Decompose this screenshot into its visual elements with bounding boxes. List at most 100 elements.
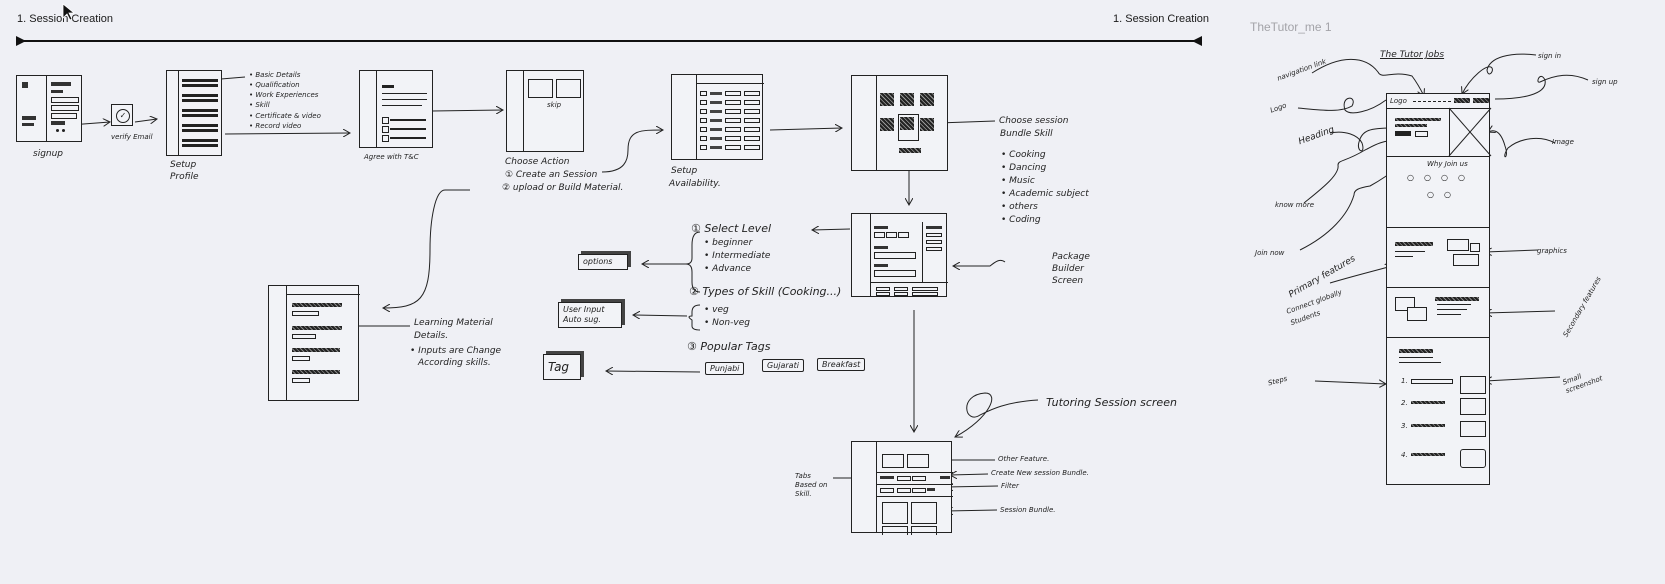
note-item: Skill <box>249 100 321 110</box>
step-text <box>1411 379 1453 384</box>
text-line <box>390 137 426 139</box>
input-field <box>51 97 79 103</box>
hero-subheading <box>1395 124 1427 127</box>
mouse-cursor-icon <box>62 3 76 25</box>
skill-card <box>880 118 894 131</box>
arrow-filter <box>946 486 999 487</box>
tags-input <box>874 270 916 277</box>
signup-label: signup <box>33 149 64 159</box>
curve-image <box>1488 131 1556 158</box>
nav-logo: Logo <box>1390 97 1407 105</box>
verify-email-label: verify Email <box>111 133 153 141</box>
level-item: Advance <box>704 263 770 276</box>
filter-btn <box>927 488 935 491</box>
heading-block <box>51 82 71 86</box>
footer-field <box>894 292 908 296</box>
footer-field <box>912 292 938 296</box>
arrow-agree-action <box>431 110 503 111</box>
graphic-card <box>1395 297 1415 311</box>
types-list: veg Non-veg <box>704 304 750 330</box>
note-filter: Filter <box>1001 482 1019 490</box>
choose-action-label: Choose Action <box>505 157 570 167</box>
hero-knowmore-button <box>1415 131 1428 137</box>
field-bar <box>182 124 218 127</box>
side-heading <box>926 226 942 229</box>
note-item: Record video <box>249 121 321 131</box>
side-input <box>926 233 942 237</box>
tag-chip: Breakfast <box>817 358 866 371</box>
field-label <box>292 348 340 352</box>
verify-email-wireframe[interactable]: ✓ <box>111 104 133 126</box>
package-builder-note-2: Builder <box>1052 264 1084 274</box>
sidebar-divider <box>876 76 877 170</box>
field-bar <box>182 99 218 102</box>
choose-skill-wireframe[interactable] <box>851 75 948 171</box>
options-box: options <box>578 254 628 270</box>
step-number: 4. <box>1401 451 1408 459</box>
hero-join-button <box>1395 131 1411 136</box>
line-profile-notes <box>220 76 246 80</box>
level-option <box>898 232 909 238</box>
choose-action-wireframe[interactable]: skip <box>506 70 584 152</box>
curve-heading <box>1329 128 1393 152</box>
text-line <box>390 128 426 130</box>
bundle-card <box>882 502 908 524</box>
signup-wireframe[interactable] <box>16 75 82 142</box>
action-card-create <box>528 79 553 98</box>
type-input <box>874 252 916 259</box>
select-level-heading: ① Select Level <box>691 222 772 235</box>
sidebar-divider <box>523 71 524 151</box>
package-builder-wireframe[interactable] <box>851 213 948 297</box>
setup-profile-wireframe[interactable] <box>166 70 222 156</box>
annot-image: Image <box>1552 138 1574 146</box>
note-item: Certificate & video <box>249 111 321 121</box>
annot-sign-in: sign in <box>1538 52 1562 60</box>
skill-card-selected <box>898 114 919 141</box>
tag-chip: Gujarati <box>762 359 804 372</box>
agree-tc-wireframe[interactable] <box>359 70 433 148</box>
brace-types <box>688 304 701 331</box>
note-create-bundle: Create New session Bundle. <box>991 469 1089 477</box>
action-card-material <box>556 79 581 98</box>
field-input <box>292 378 310 383</box>
filter-chip <box>880 488 894 493</box>
annot-graphics: graphics <box>1537 247 1567 255</box>
arrow-sessionbundle <box>946 510 998 511</box>
curve-signin <box>1462 53 1537 94</box>
hero-divider <box>1449 108 1450 156</box>
setup-availability-wireframe[interactable] <box>671 74 764 160</box>
brace-levels <box>685 231 701 293</box>
nav-signin <box>1454 98 1470 103</box>
field-label <box>292 370 340 374</box>
skill-card <box>920 118 934 131</box>
input-field <box>51 105 79 111</box>
agree-tc-label: Agree with T&C <box>364 153 419 161</box>
skill-item: Music <box>1001 175 1089 188</box>
landing-wireframe[interactable]: Logo Why Join us ○○○○ ○○ 1. 2. 3. 4. <box>1386 93 1492 485</box>
step-text <box>1411 401 1445 404</box>
text-block <box>22 116 36 120</box>
arrow-secondary <box>1485 311 1556 313</box>
note-other-feature: Other Feature. <box>998 455 1050 463</box>
step-number: 1. <box>1401 377 1408 385</box>
curve-signup <box>1494 74 1589 100</box>
feature-card <box>907 454 929 468</box>
note-item: Qualification <box>249 80 321 90</box>
level-label <box>874 226 888 229</box>
footer-divider <box>870 282 948 283</box>
nav-divider <box>1387 108 1489 109</box>
learning-material-wireframe[interactable] <box>268 285 360 401</box>
note-tabs-1: Tabs <box>795 472 811 480</box>
landing-frame-title[interactable]: TheTutor_me 1 <box>1250 20 1332 34</box>
footer-field <box>876 292 890 296</box>
text-line <box>1437 309 1467 310</box>
input-field <box>51 113 77 119</box>
tag-box: Tag <box>543 354 581 380</box>
flow-timeline-line <box>16 36 1202 46</box>
setup-availability-label-2: Availability. <box>669 179 721 189</box>
frame-title-left: 1. Session Creation <box>17 13 113 25</box>
tutoring-session-wireframe[interactable] <box>851 441 953 535</box>
popular-tags-heading: ③ Popular Tags <box>687 340 771 353</box>
curve-navlink <box>1311 58 1424 96</box>
field-bar <box>182 139 218 142</box>
